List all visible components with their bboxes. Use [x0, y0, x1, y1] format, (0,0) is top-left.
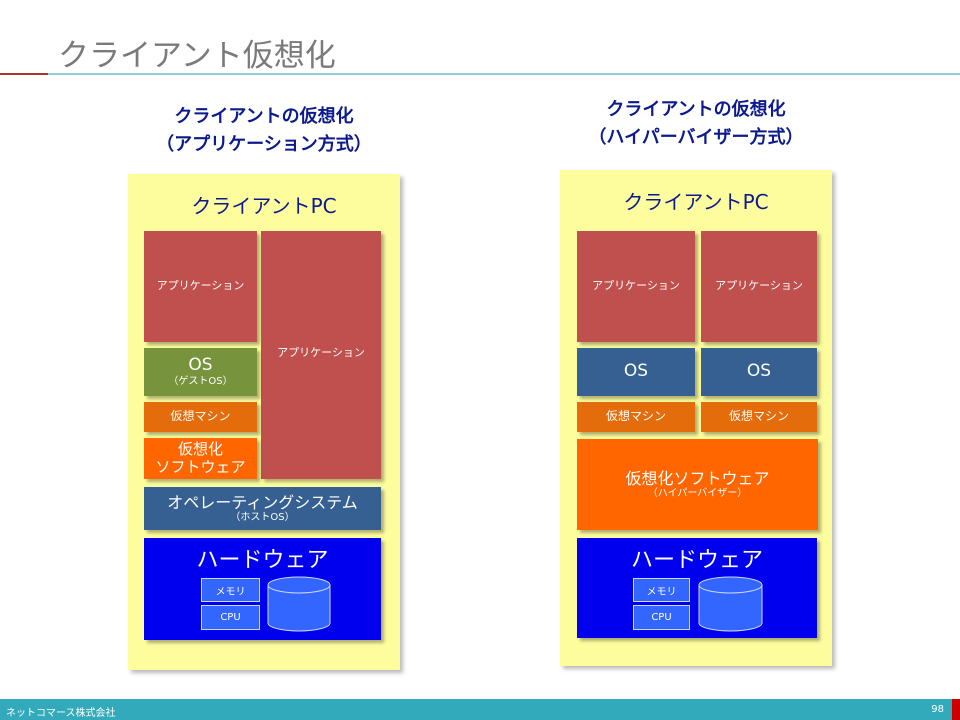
- label: OS: [188, 355, 213, 376]
- label: アプリケーション: [156, 279, 245, 293]
- slide-title: クライアント仮想化: [58, 38, 336, 74]
- right-os-box-1: OS: [577, 348, 695, 396]
- label: アプリケーション: [715, 279, 803, 293]
- label: OS: [746, 361, 772, 382]
- right-hardware-box: ハードウェア: [577, 538, 817, 638]
- right-disk-icon: [698, 576, 763, 632]
- right-app-box-2: アプリケーション: [701, 231, 817, 342]
- right-heading-line1: クライアントの仮想化: [606, 99, 786, 120]
- sublabel: （ゲストOS）: [168, 376, 233, 388]
- label: アプリケーション: [277, 346, 365, 359]
- left-disk-icon: [267, 576, 331, 632]
- label: 仮想化ソフトウェア: [625, 468, 770, 488]
- right-vm-box-2: 仮想マシン: [701, 402, 817, 432]
- left-host-os-box: オペレーティングシステム （ホストOS）: [144, 487, 381, 530]
- label: アプリケーション: [592, 279, 680, 293]
- title-divider-accent: [0, 73, 48, 75]
- right-cpu-chip: CPU: [633, 605, 690, 630]
- label: 仮想マシン: [728, 409, 789, 424]
- label: ハードウェア: [630, 548, 763, 573]
- right-heading-line2: （ハイパーバイザー方式）: [588, 127, 804, 148]
- left-guest-os-box: OS （ゲストOS）: [144, 348, 257, 396]
- left-vm-box: 仮想マシン: [144, 402, 257, 432]
- label: オペレーティングシステム: [167, 492, 358, 512]
- left-app-box-2: アプリケーション: [261, 231, 381, 479]
- left-heading-line1: クライアントの仮想化: [174, 106, 354, 127]
- left-app-box-1: アプリケーション: [144, 231, 257, 342]
- footer-accent: [952, 699, 960, 720]
- left-pc-label: クライアントPC: [191, 194, 337, 218]
- sublabel: （ホストOS）: [230, 511, 295, 523]
- page-number: 98: [931, 704, 944, 715]
- sublabel: （ハイパーバイザー）: [647, 487, 748, 499]
- title-divider: [48, 73, 960, 75]
- right-memory-chip: メモリ: [633, 578, 690, 602]
- left-heading-line2: （アプリケーション方式）: [156, 134, 372, 155]
- right-pc-label: クライアントPC: [623, 190, 769, 214]
- left-hardware-box: ハードウェア: [144, 538, 381, 640]
- right-os-box-2: OS: [701, 348, 817, 396]
- right-app-box-1: アプリケーション: [577, 231, 695, 342]
- left-cpu-chip: CPU: [201, 605, 260, 630]
- label: OS: [623, 361, 649, 382]
- label-line1: 仮想化: [177, 440, 223, 459]
- label: 仮想マシン: [605, 409, 666, 424]
- left-virtualization-software-box: 仮想化 ソフトウェア: [144, 438, 257, 479]
- right-hypervisor-box: 仮想化ソフトウェア （ハイパーバイザー）: [577, 439, 818, 530]
- label: ハードウェア: [196, 548, 329, 573]
- footer-bar: [0, 699, 960, 720]
- label-line2: ソフトウェア: [155, 457, 246, 476]
- right-vm-box-1: 仮想マシン: [577, 402, 695, 432]
- footer-company: ネットコマース株式会社: [6, 708, 116, 719]
- right-heading: クライアントの仮想化 （ハイパーバイザー方式）: [546, 96, 846, 152]
- left-heading: クライアントの仮想化 （アプリケーション方式）: [114, 103, 414, 159]
- label: 仮想マシン: [170, 409, 231, 424]
- left-memory-chip: メモリ: [201, 578, 260, 602]
